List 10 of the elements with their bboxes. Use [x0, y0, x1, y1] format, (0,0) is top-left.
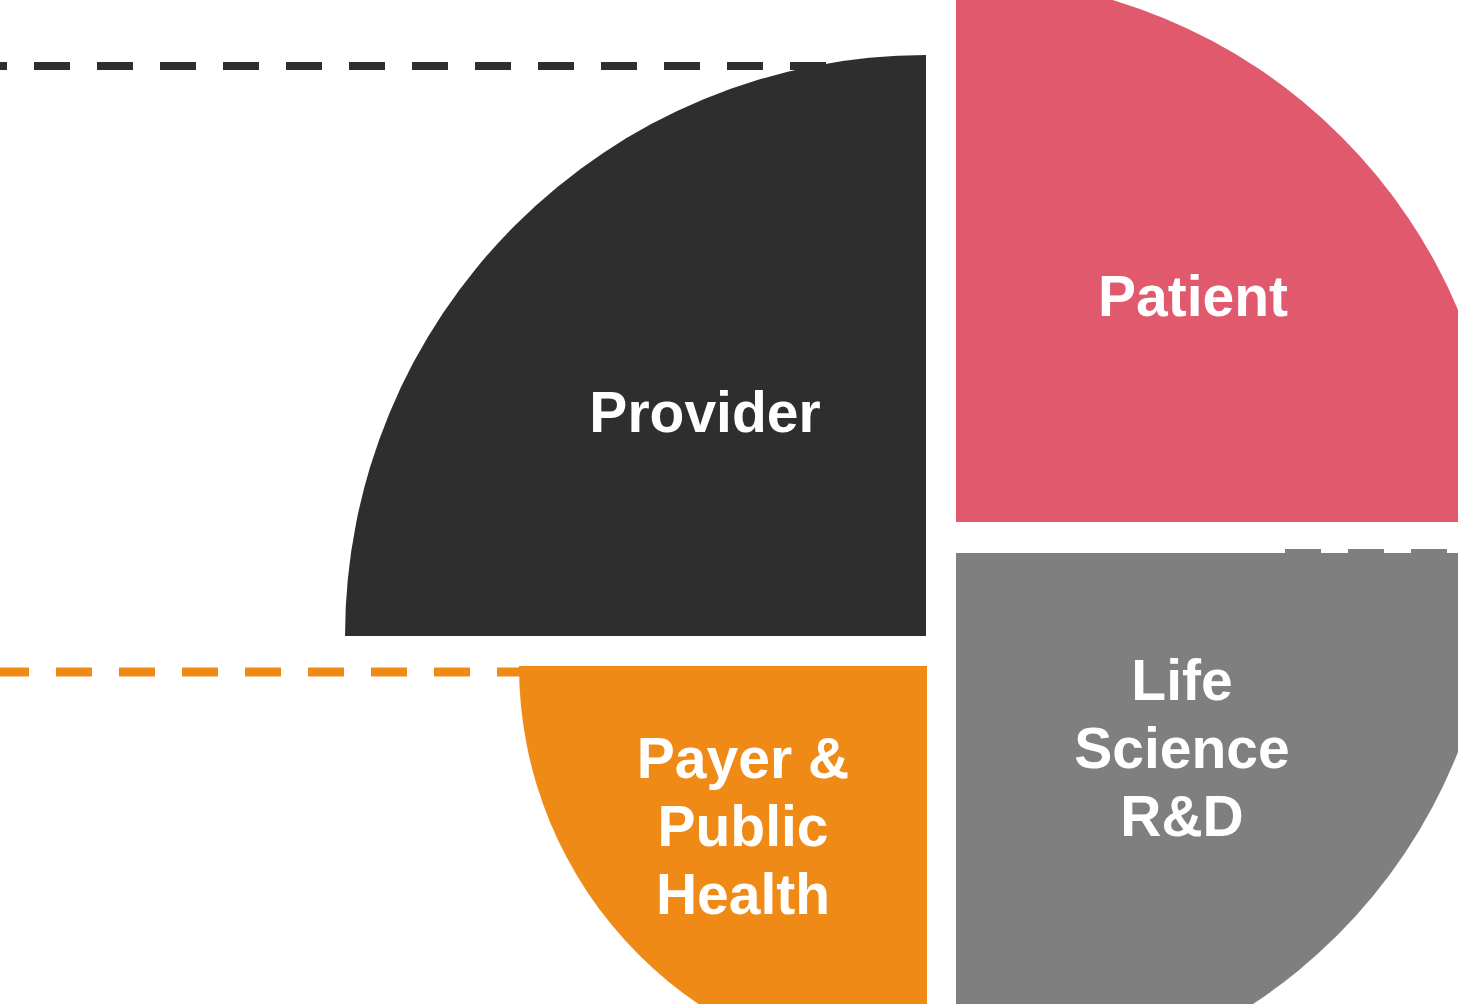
- segment-label: Payer & Public Health: [635, 725, 851, 928]
- quarter-circle-segment: [956, 553, 1458, 1004]
- segment-label: Provider: [588, 379, 822, 446]
- quarter-circle-segment: [345, 55, 926, 636]
- dashed-leader-line: [0, 667, 521, 677]
- quarter-circle-segment: [519, 666, 927, 1004]
- quarter-circle-segment: [956, 0, 1458, 522]
- segment-label: Life Science R&D: [1073, 647, 1291, 850]
- segment-label: Patient: [1096, 263, 1289, 330]
- dashed-leader-line: [0, 62, 826, 70]
